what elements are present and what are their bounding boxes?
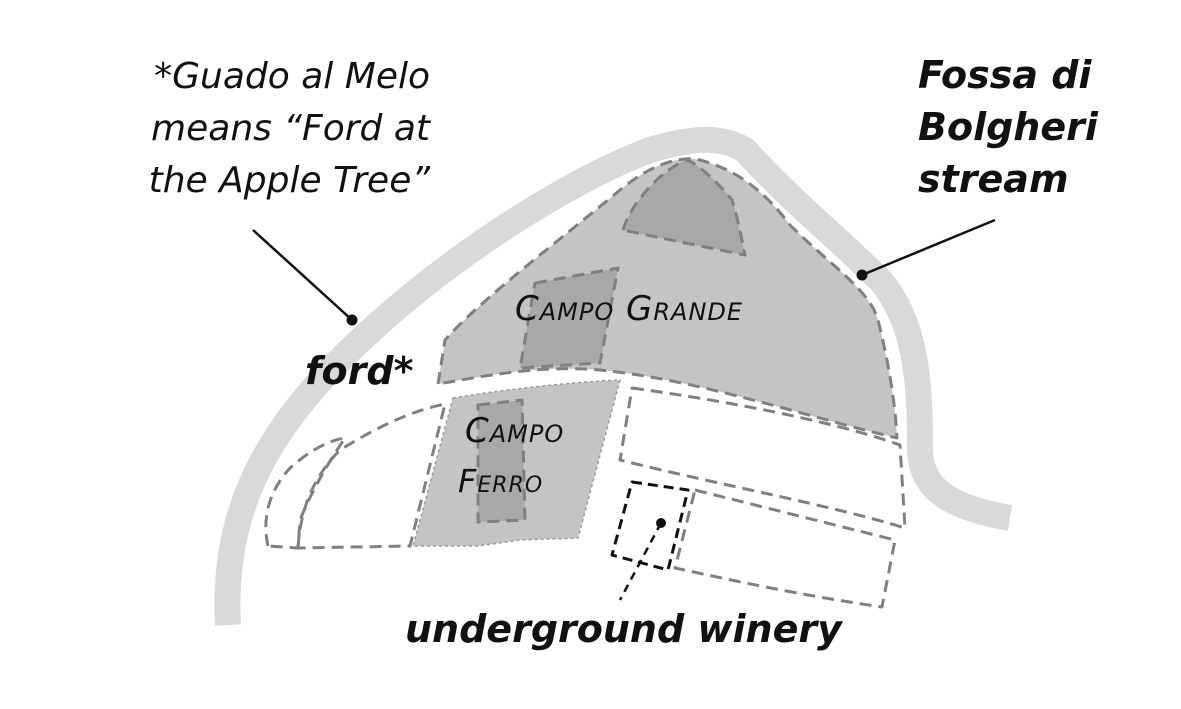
stream-label-line-1: Fossa di: [918, 53, 1092, 97]
plot-left-middle: [296, 402, 447, 550]
plot-left-outer: [264, 436, 347, 550]
plot-right-lower: [673, 488, 897, 609]
dark-plot-top: [621, 158, 747, 257]
campo-grande-label: Campo Grande: [515, 289, 743, 329]
winery-label: underground winery: [405, 607, 844, 651]
plot-right-upper: [618, 386, 907, 530]
footnote-line-2: means “Ford at: [151, 108, 432, 149]
stream-label-line-2: Bolgheri: [918, 105, 1099, 149]
campo-ferro-label-line-2: Ferro: [458, 462, 543, 500]
footnote-line-3: the Apple Tree”: [149, 160, 431, 201]
dark-plot-middle: [518, 266, 620, 370]
ford-leader: [252, 229, 353, 321]
campo-grande-region: [436, 157, 899, 440]
stream-band: [214, 126, 1013, 626]
ford-marker: [346, 314, 358, 326]
stream-leader: [861, 218, 996, 277]
campo-ferro-label-line-1: Campo: [465, 411, 564, 451]
footnote-line-1: *Guado al Melo: [154, 56, 430, 97]
ford-label: ford*: [305, 349, 414, 393]
stream-label-line-3: stream: [918, 157, 1069, 201]
dark-plot-ferro: [476, 398, 527, 524]
stream-marker: [856, 269, 868, 281]
underground-winery-outline: [610, 480, 690, 572]
winery-leader: [618, 522, 663, 601]
